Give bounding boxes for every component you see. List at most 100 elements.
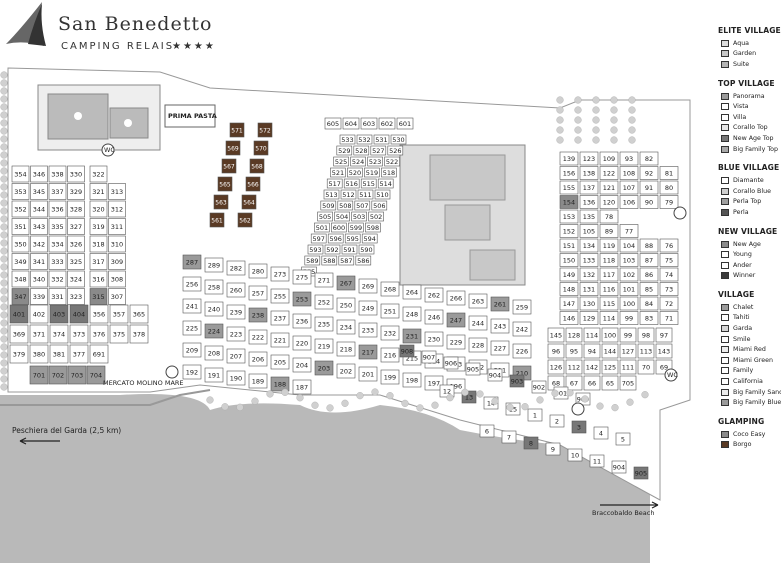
pitch-number: 376 [93, 330, 105, 338]
pitch [89, 344, 109, 364]
pitch [547, 343, 565, 359]
legend-swatch [721, 39, 729, 47]
legend-label: Family [733, 367, 754, 375]
pitch [364, 167, 380, 178]
pitch [571, 420, 587, 434]
pitch [30, 200, 48, 218]
pitch-number: 373 [73, 330, 85, 338]
pitch-number: 247 [450, 316, 462, 324]
pitch [350, 156, 366, 167]
pitch-number: 190 [230, 374, 242, 382]
pitch-number: 117 [603, 271, 615, 279]
pitch-number: 307 [111, 293, 123, 301]
pitch [589, 454, 605, 468]
tree [0, 71, 8, 79]
legend-item: Big Family Sand [718, 387, 781, 398]
pitch-number: 4 [599, 429, 603, 437]
tree [574, 116, 582, 124]
legend-label: Coco Easy [733, 430, 766, 438]
pitch [424, 309, 444, 325]
pitch [204, 323, 224, 339]
legend-item: New Age Top [718, 133, 780, 144]
pitch-number: 321 [92, 188, 104, 196]
pitch-number: 402 [33, 310, 45, 318]
pitch-number: 105 [583, 227, 595, 235]
pitch-number: 130 [583, 300, 595, 308]
beach-label: Braccobaldo Beach [592, 509, 654, 517]
tree [281, 388, 289, 396]
pitch [565, 375, 583, 391]
pitch-number: 280 [252, 267, 264, 275]
pitch [67, 253, 85, 270]
pitch-number: 527 [372, 147, 384, 155]
pitch [11, 253, 30, 270]
pitch [468, 293, 488, 309]
pitch-number: 315 [92, 293, 104, 301]
pitch [619, 267, 639, 282]
pitch [29, 304, 49, 324]
tree [0, 335, 8, 343]
pitch [204, 279, 224, 295]
glamping-pitch [225, 140, 241, 156]
pitch [599, 282, 619, 296]
pitch [512, 321, 532, 337]
pitch-number: 289 [208, 261, 220, 269]
pitch-number: 83 [645, 314, 653, 322]
pitch [619, 375, 637, 391]
pitch-number: 516 [345, 180, 357, 188]
pitch-number: 513 [325, 191, 337, 199]
legend-item: Perla Top [718, 197, 780, 208]
pitch-number: 600 [333, 224, 345, 232]
pitch-number: 104 [623, 242, 635, 250]
pitch [565, 343, 583, 359]
legend-heading: BLUE VILLAGE [718, 163, 780, 173]
pitch-number: 603 [363, 120, 375, 128]
legend-label: California [733, 378, 763, 386]
pitch-number: 523 [369, 158, 381, 166]
pitch-number: 511 [359, 191, 371, 199]
pitch [501, 430, 517, 444]
pitch-number: 96 [552, 347, 560, 355]
wc-markers [101, 143, 687, 416]
pitch [314, 360, 334, 376]
tree [0, 263, 8, 271]
tree [0, 383, 8, 391]
pitch-number: 348 [14, 275, 26, 283]
tree [574, 96, 582, 104]
tree [628, 106, 636, 114]
pitch [182, 342, 202, 358]
legend-label: Big Family Top [733, 145, 778, 153]
legend-heading: ELITE VILLAGE [718, 26, 781, 35]
pitch-number: 903 [511, 377, 523, 385]
pitch [338, 255, 355, 266]
tree [641, 391, 649, 399]
pitch-number: 125 [604, 363, 616, 371]
pitch [639, 180, 659, 195]
legend-swatch [721, 335, 729, 343]
pitch-number: 118 [603, 256, 615, 264]
legend-label: Smile [733, 335, 751, 343]
pitch-number: 515 [362, 180, 374, 188]
legend-label: Vista [733, 103, 749, 111]
pitch [639, 166, 659, 180]
pitch [402, 372, 422, 388]
pitch [292, 379, 312, 395]
pitch-number: 192 [186, 368, 198, 376]
pitch-number: 201 [362, 370, 374, 378]
road-arrow [19, 437, 60, 445]
tree [446, 394, 454, 402]
legend-label: New Age Top [733, 134, 774, 142]
pitch [30, 165, 48, 183]
legend-label: Panorama [733, 92, 765, 100]
pitch-number: 210 [516, 369, 528, 377]
pitch [378, 117, 396, 130]
pitch [659, 311, 679, 325]
legend-item: Coco Easy [718, 429, 780, 440]
pitch-number: 588 [323, 257, 335, 265]
pitch [424, 287, 444, 303]
pitch [182, 364, 202, 380]
legend-item: Diamante [718, 175, 780, 186]
legend-swatch [721, 103, 729, 111]
pitch [599, 180, 619, 195]
